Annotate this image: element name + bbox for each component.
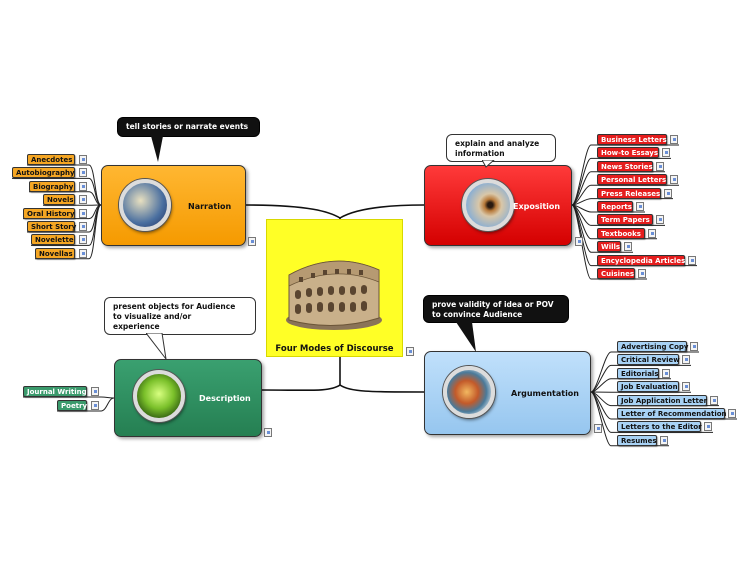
leaf-journal-writing[interactable]: Journal Writing — [23, 386, 87, 397]
note-icon[interactable] — [688, 255, 696, 265]
note-icon[interactable] — [79, 168, 87, 178]
leaf-autobiography[interactable]: Autobiography — [12, 167, 75, 179]
note-icon[interactable] — [728, 409, 736, 418]
leaf-poetry[interactable]: Poetry — [57, 400, 87, 411]
note-icon[interactable] — [670, 135, 678, 144]
eye-icon — [462, 179, 514, 231]
note-icon[interactable] — [79, 222, 87, 231]
note-icon[interactable] — [79, 195, 87, 205]
exposition-callout: explain and analyze information — [446, 134, 556, 162]
note-icon[interactable] — [79, 235, 87, 245]
narration-node[interactable]: Narration — [101, 165, 246, 246]
note-icon[interactable] — [594, 424, 602, 433]
leaf-press-releases[interactable]: Press Releases — [597, 187, 661, 199]
leaf-novels[interactable]: Novels — [43, 194, 75, 206]
note-icon[interactable] — [704, 422, 712, 432]
leaf-job-application-letter[interactable]: Job Application Letter — [617, 394, 707, 406]
note-icon[interactable] — [656, 215, 664, 225]
leaf-advertising-copy[interactable]: Advertising Copy — [617, 341, 688, 352]
note-icon[interactable] — [710, 395, 718, 405]
leaf-novellas[interactable]: Novellas — [35, 247, 75, 259]
note-icon[interactable] — [660, 435, 668, 445]
note-icon[interactable] — [662, 148, 670, 158]
note-icon[interactable] — [91, 387, 99, 396]
note-icon[interactable] — [264, 428, 272, 437]
note-icon[interactable] — [682, 355, 690, 365]
leaf-letters-to-the-editor[interactable]: Letters to the Editor — [617, 421, 702, 433]
exposition-node[interactable]: Exposition — [424, 165, 572, 246]
description-callout: present objects for Audience to visualiz… — [104, 297, 256, 335]
leaf-term-papers[interactable]: Term Papers — [597, 214, 653, 226]
leaf-how-to-essays[interactable]: How-to Essays — [597, 147, 659, 159]
note-icon[interactable] — [682, 382, 690, 392]
narration-label: Narration — [188, 202, 232, 211]
leaf-reports[interactable]: Reports — [597, 201, 633, 212]
rooster-icon — [443, 366, 495, 418]
leaf-biography[interactable]: Biography — [29, 180, 75, 192]
central-topic[interactable]: Four Modes of Discourse — [266, 219, 403, 357]
leaf-personal-letters[interactable]: Personal Letters — [597, 174, 667, 186]
note-icon[interactable] — [664, 188, 672, 198]
leaf-editorials[interactable]: Editorials — [617, 367, 659, 379]
leaf-encyclopedia-articles[interactable]: Encyclopedia Articles — [597, 254, 685, 266]
note-icon[interactable] — [624, 242, 632, 252]
leaf-anecdotes[interactable]: Anecdotes — [27, 154, 75, 165]
leaf-textbooks[interactable]: Textbooks — [597, 227, 645, 239]
exposition-label: Exposition — [513, 202, 561, 211]
note-icon[interactable] — [79, 208, 87, 218]
note-icon[interactable] — [690, 342, 698, 351]
note-icon[interactable] — [575, 237, 583, 246]
narration-callout: tell stories or narrate events — [117, 117, 260, 137]
argumentation-label: Argumentation — [511, 389, 579, 398]
note-icon[interactable] — [648, 228, 656, 238]
leaf-oral-history[interactable]: Oral History — [23, 207, 75, 219]
central-topic-title: Four Modes of Discourse — [275, 344, 394, 354]
leaf-resumes[interactable]: Resumes — [617, 434, 657, 446]
note-icon[interactable] — [79, 155, 87, 164]
note-icon[interactable] — [406, 347, 414, 356]
argumentation-callout: prove validity of idea or POV to convinc… — [423, 295, 569, 323]
leaf-wills[interactable]: Wills — [597, 241, 621, 253]
note-icon[interactable] — [670, 175, 678, 185]
note-icon[interactable] — [248, 237, 256, 246]
note-icon[interactable] — [91, 401, 99, 410]
description-node[interactable]: Description — [114, 359, 262, 437]
note-icon[interactable] — [638, 269, 646, 278]
green-sphere-icon — [133, 370, 185, 422]
note-icon[interactable] — [656, 161, 664, 171]
colosseum-image — [286, 260, 382, 330]
note-icon[interactable] — [636, 202, 644, 211]
note-icon[interactable] — [79, 181, 87, 191]
leaf-letter-of-recommendation[interactable]: Letter of Recommendation — [617, 408, 727, 419]
argumentation-node[interactable]: Argumentation — [424, 351, 591, 435]
cube-globe-icon — [119, 179, 171, 231]
leaf-job-evaluation[interactable]: Job Evaluation — [617, 381, 679, 393]
leaf-business-letters[interactable]: Business Letters — [597, 134, 667, 145]
leaf-cuisines[interactable]: Cuisines — [597, 268, 635, 279]
description-label: Description — [199, 394, 251, 403]
leaf-short-story[interactable]: Short Story — [27, 221, 76, 232]
leaf-news-stories[interactable]: News Stories — [597, 160, 653, 172]
note-icon[interactable] — [79, 248, 87, 258]
leaf-critical-review[interactable]: Critical Review — [617, 354, 680, 366]
leaf-novelette[interactable]: Novelette — [31, 234, 75, 246]
note-icon[interactable] — [662, 368, 670, 378]
